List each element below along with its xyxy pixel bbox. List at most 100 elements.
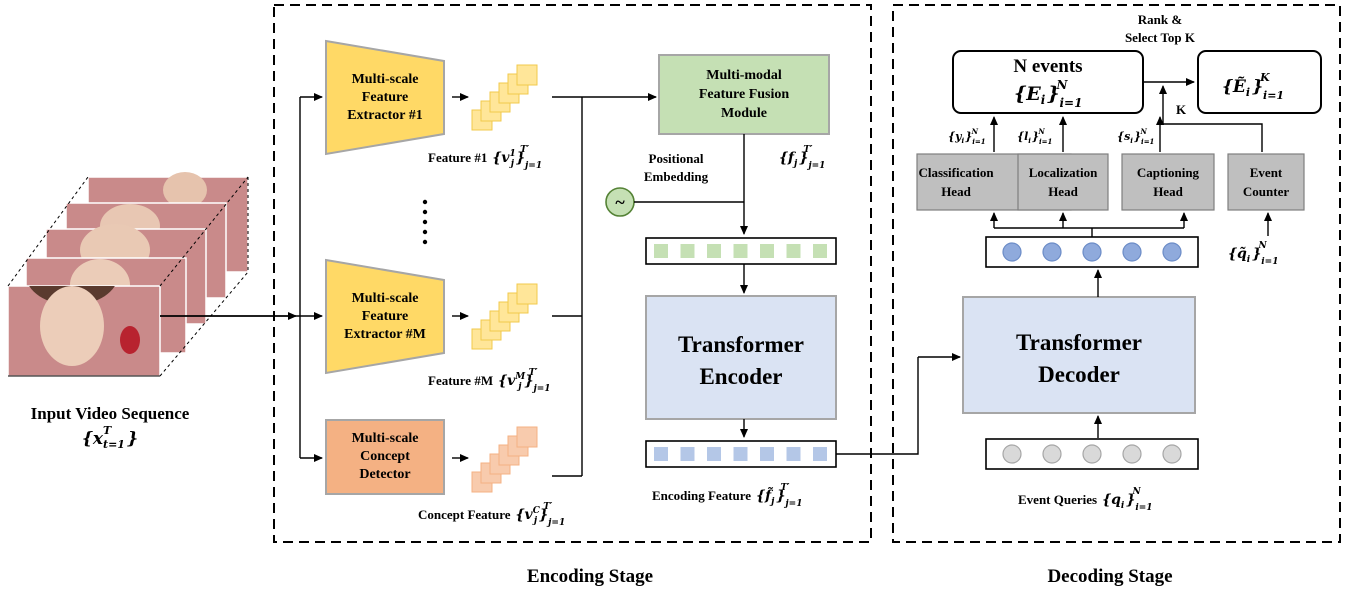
concept-feature-stack: [471, 426, 538, 493]
extractor-1-label-line2: Feature: [362, 90, 408, 105]
concept-label-line2: Concept: [360, 449, 410, 464]
event-counter-head-label: Event: [1250, 165, 1283, 180]
ellipsis-dots: [422, 199, 428, 245]
query-token: [1162, 444, 1182, 464]
positional-label-line1: Positional: [649, 151, 704, 166]
top-k-math: {Ẽi}i=1K: [1222, 71, 1284, 102]
tilde-icon: ~: [615, 192, 625, 212]
class-output-label: {yi}i=1N: [948, 127, 986, 146]
query-token: [1082, 242, 1102, 262]
feature-extractor-m: [325, 258, 445, 375]
query-token: [1042, 444, 1062, 464]
decoder-label-line1: Transformer: [1016, 330, 1142, 355]
feature-1-stack: [471, 64, 538, 131]
feature-square: [516, 283, 538, 305]
token-square: [680, 244, 695, 258]
cap-output-label: {si}i=1N: [1117, 127, 1154, 146]
captioning-head-label: Captioning: [1137, 165, 1200, 180]
token-square: [786, 244, 801, 258]
n-events-title: N events: [1013, 56, 1082, 77]
face-shape: [40, 286, 104, 366]
token-square: [813, 447, 827, 461]
query-token: [1002, 444, 1022, 464]
classification-head-label: Head: [941, 184, 971, 199]
fused-tokens: [654, 244, 827, 258]
transformer-decoder: [962, 296, 1196, 414]
fusion-label-line3: Module: [721, 106, 767, 121]
extractor-1-label-line3: Extractor #1: [347, 108, 423, 123]
event-counter-head: [1227, 153, 1305, 211]
extractor-m-label-line3: Extractor #M: [344, 327, 426, 342]
token-square: [760, 447, 774, 461]
encoding-stage-label: Encoding Stage: [527, 566, 653, 587]
localization-head: [1017, 153, 1109, 211]
captioning-head-label: Head: [1153, 184, 1183, 199]
query-token: [1122, 444, 1142, 464]
feature-extractor-1: [325, 39, 445, 156]
brush-shape: [120, 326, 140, 354]
rank-label-line2: Select Top K: [1125, 30, 1196, 45]
extractor-1-label-line1: Multi-scale: [352, 72, 419, 87]
fusion-module: [658, 54, 830, 135]
token-square: [707, 447, 721, 461]
token-square: [654, 244, 668, 258]
event-queries-label: Event Queries{qi}i=1N: [1018, 487, 1153, 513]
feature-square: [516, 426, 538, 448]
encoder-label-line2: Encoder: [699, 364, 782, 389]
encoding-feature-label: Encoding Feature{f̃j}j=1T′: [652, 483, 802, 509]
query-token: [1122, 242, 1142, 262]
query-token: [1162, 242, 1182, 262]
n-events-math: {Ei}i=1N: [1014, 78, 1082, 110]
query-token: [1002, 242, 1022, 262]
token-square: [654, 447, 668, 461]
decoding-stage-box: [892, 4, 1341, 543]
concept-label-line3: Detector: [359, 467, 410, 482]
event-counter-head-label: Counter: [1243, 184, 1289, 199]
input-video-stack: [7, 172, 249, 377]
query-token: [1042, 242, 1062, 262]
extractor-m-label-line2: Feature: [362, 309, 408, 324]
token-square: [680, 447, 695, 461]
extractor-m-label-line1: Multi-scale: [352, 291, 419, 306]
feature-m-stack: [471, 283, 538, 350]
event-query-tokens: [1002, 444, 1182, 464]
token-square: [733, 244, 748, 258]
decoding-stage-label: Decoding Stage: [1047, 566, 1172, 587]
token-square: [813, 244, 827, 258]
positional-label-line2: Embedding: [644, 169, 709, 184]
classification-head-label: Classification: [918, 165, 994, 180]
fusion-label-line1: Multi-modal: [706, 68, 782, 83]
feature-square: [516, 64, 538, 86]
token-square: [733, 447, 748, 461]
fusion-label-line2: Feature Fusion: [699, 87, 790, 102]
encoding-stage-box: [273, 4, 872, 543]
decoder-label-line2: Decoder: [1038, 362, 1120, 387]
localization-head-label: Localization: [1029, 165, 1098, 180]
query-token: [1082, 444, 1102, 464]
encoded-tokens: [654, 447, 827, 461]
token-square: [707, 244, 721, 258]
fusion-output-label: {fj}j=1T′: [779, 145, 825, 171]
concept-label-line1: Multi-scale: [352, 431, 419, 446]
query-output-tokens: [1002, 242, 1182, 262]
input-title: Input Video Sequence: [31, 404, 190, 423]
token-square: [760, 244, 774, 258]
k-label: K: [1176, 102, 1187, 117]
rank-label-line1: Rank &: [1138, 12, 1183, 27]
transformer-encoder: [645, 295, 837, 420]
top-k-events-box: [1197, 50, 1322, 114]
captioning-head: [1121, 153, 1215, 211]
token-square: [786, 447, 801, 461]
face-shape: [163, 172, 207, 208]
concept-detector: [325, 419, 445, 495]
localization-head-label: Head: [1048, 184, 1078, 199]
loc-output-label: {li}i=1N: [1017, 127, 1052, 146]
query-output-label: {q̃i}i=1N: [1228, 241, 1278, 267]
encoder-label-line1: Transformer: [678, 332, 804, 357]
input-set-math: {xt=1T}: [82, 424, 138, 451]
